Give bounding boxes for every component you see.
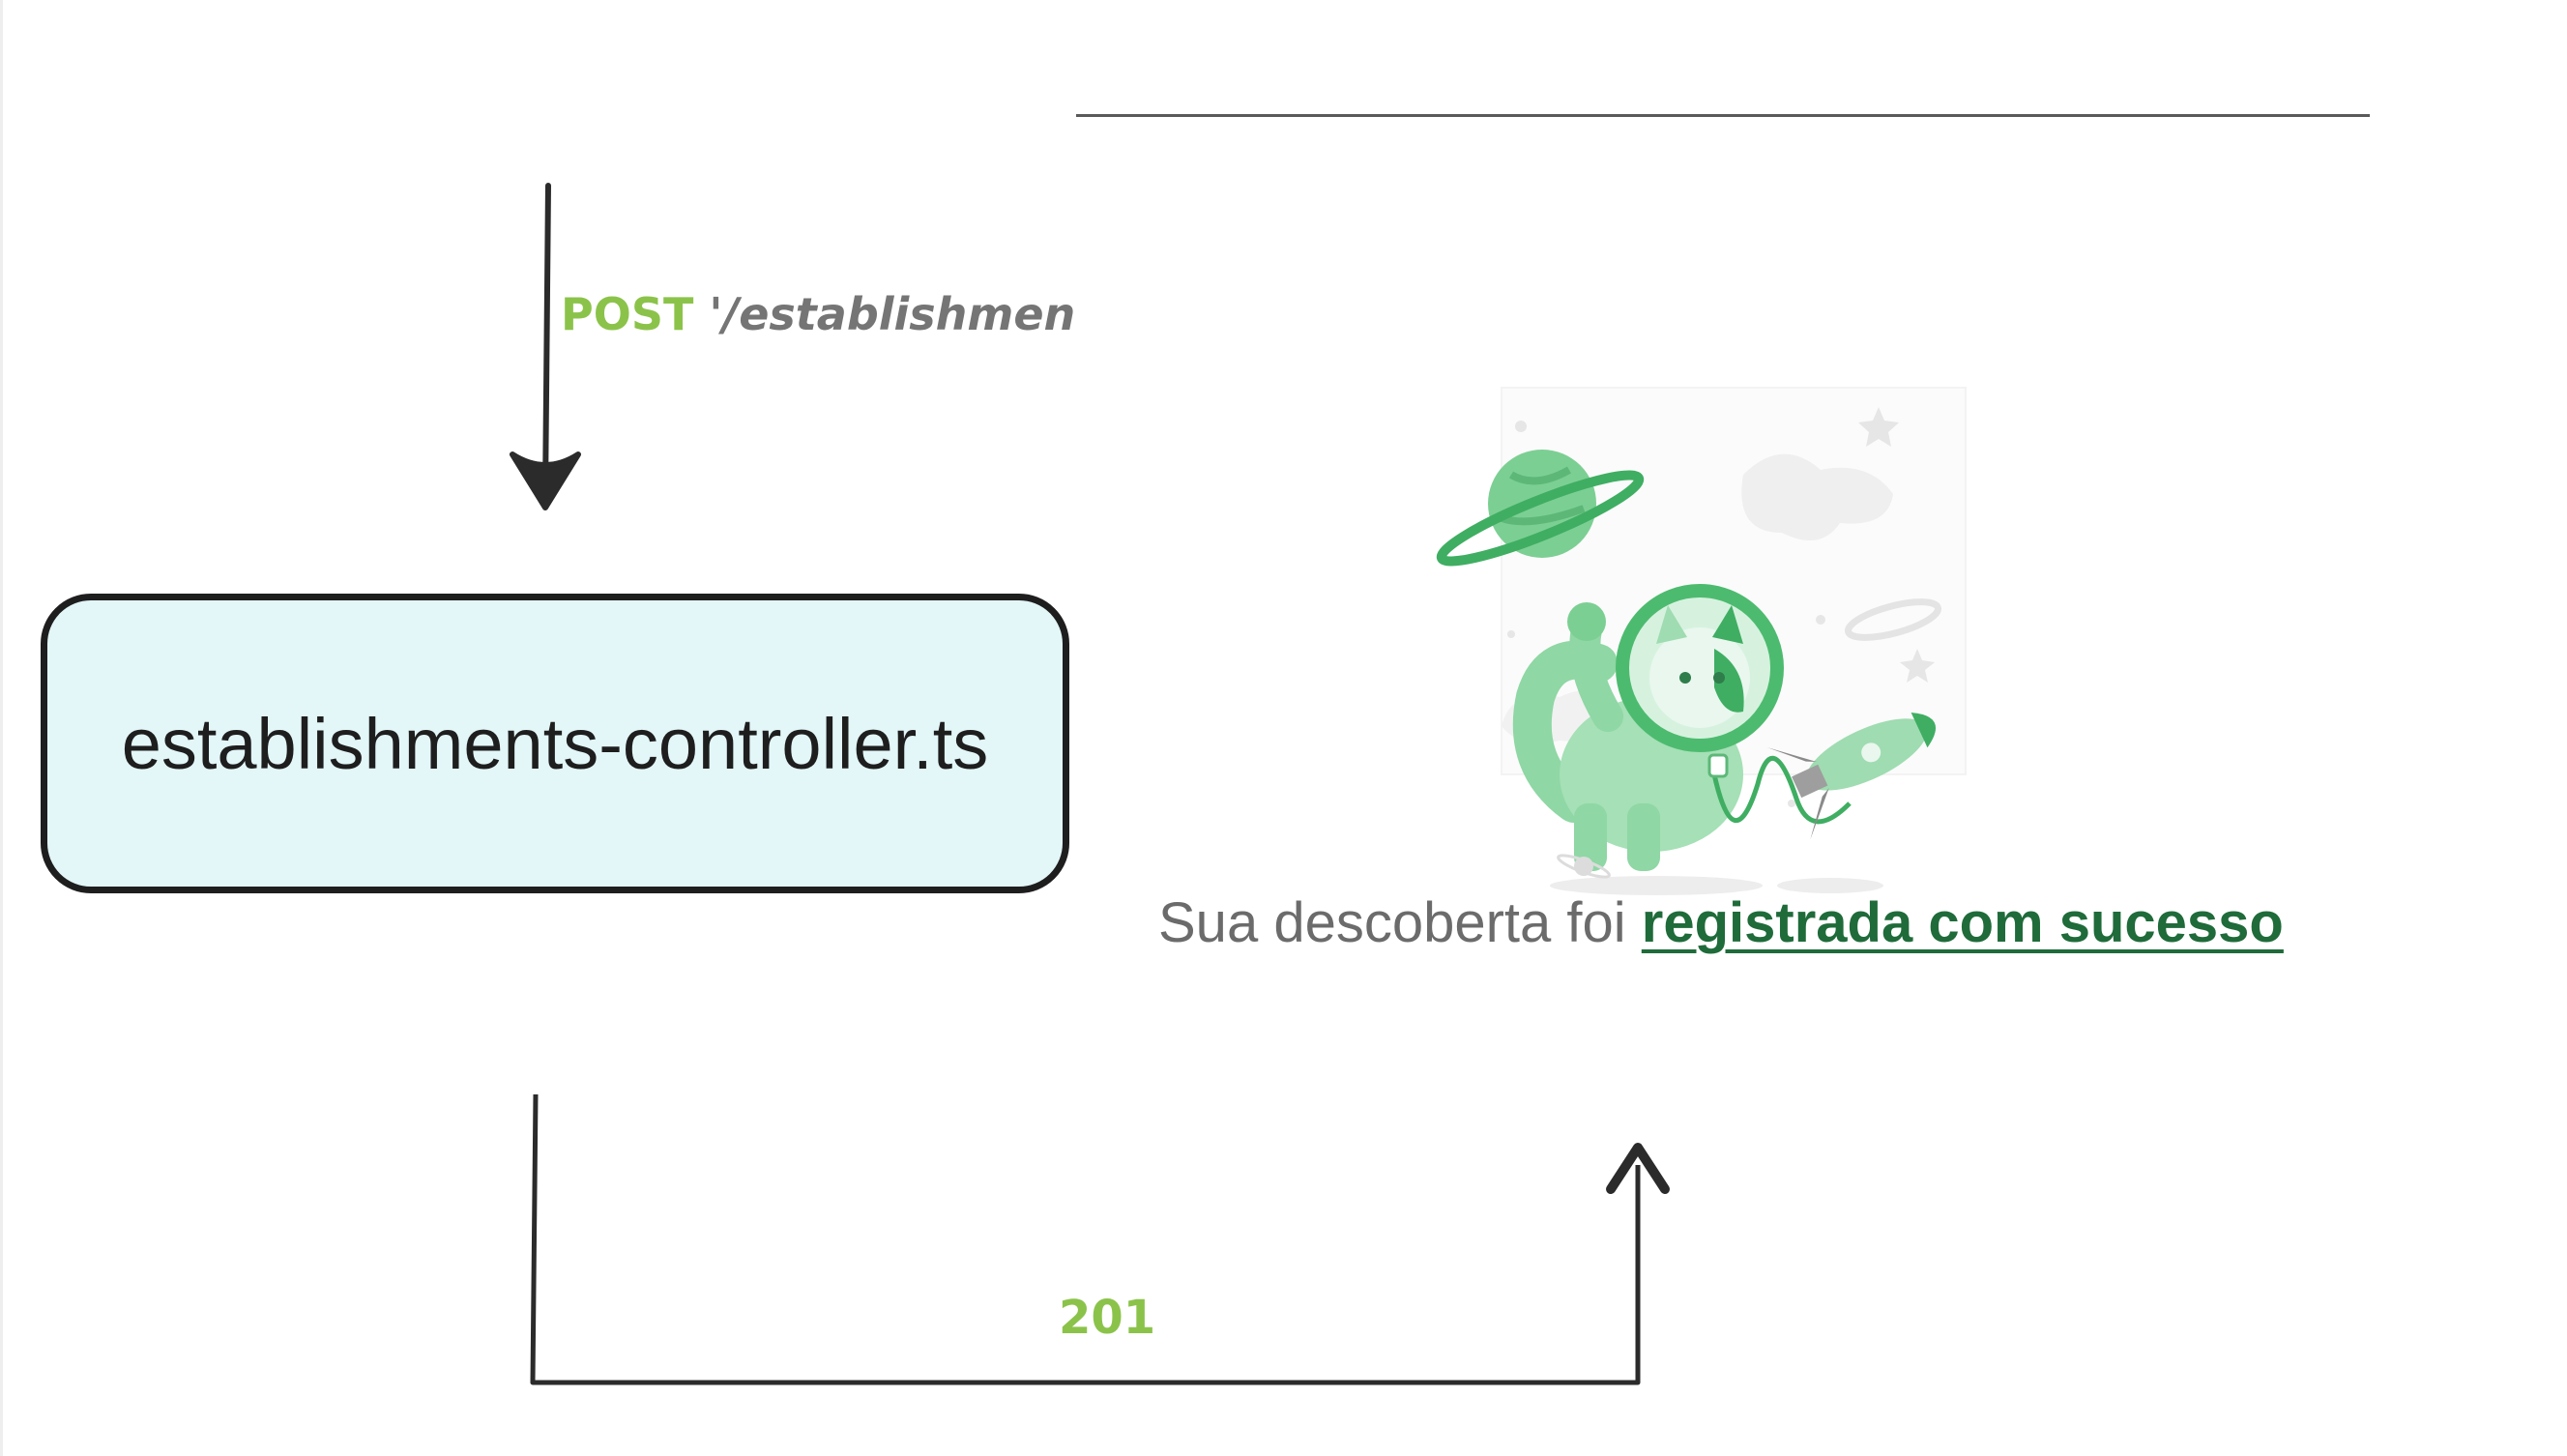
response-status: 201 bbox=[1059, 1291, 1156, 1345]
request-path: '/establishments' bbox=[709, 288, 1137, 340]
controller-node: establishments-controller.ts bbox=[41, 594, 1069, 893]
controller-label: establishments-controller.ts bbox=[121, 703, 989, 784]
left-border bbox=[0, 0, 3, 1456]
request-arrow bbox=[542, 183, 551, 501]
success-message: Sua descoberta foi registrada com sucess… bbox=[1158, 890, 2284, 955]
request-arrowhead bbox=[510, 451, 581, 510]
response-arrowhead bbox=[1606, 1143, 1670, 1194]
response-connector bbox=[530, 1093, 1641, 1385]
planet-icon bbox=[1436, 450, 1645, 567]
http-method: POST bbox=[561, 288, 694, 340]
success-link[interactable]: registrada com sucesso bbox=[1641, 891, 2284, 954]
success-message-prefix: Sua descoberta foi bbox=[1158, 891, 1626, 954]
success-screenshot: Sua descoberta foi registrada com sucess… bbox=[1076, 114, 2370, 1045]
astronaut-cat-illustration-icon bbox=[1436, 387, 1967, 895]
request-label: POST '/establishments' bbox=[561, 280, 1137, 348]
